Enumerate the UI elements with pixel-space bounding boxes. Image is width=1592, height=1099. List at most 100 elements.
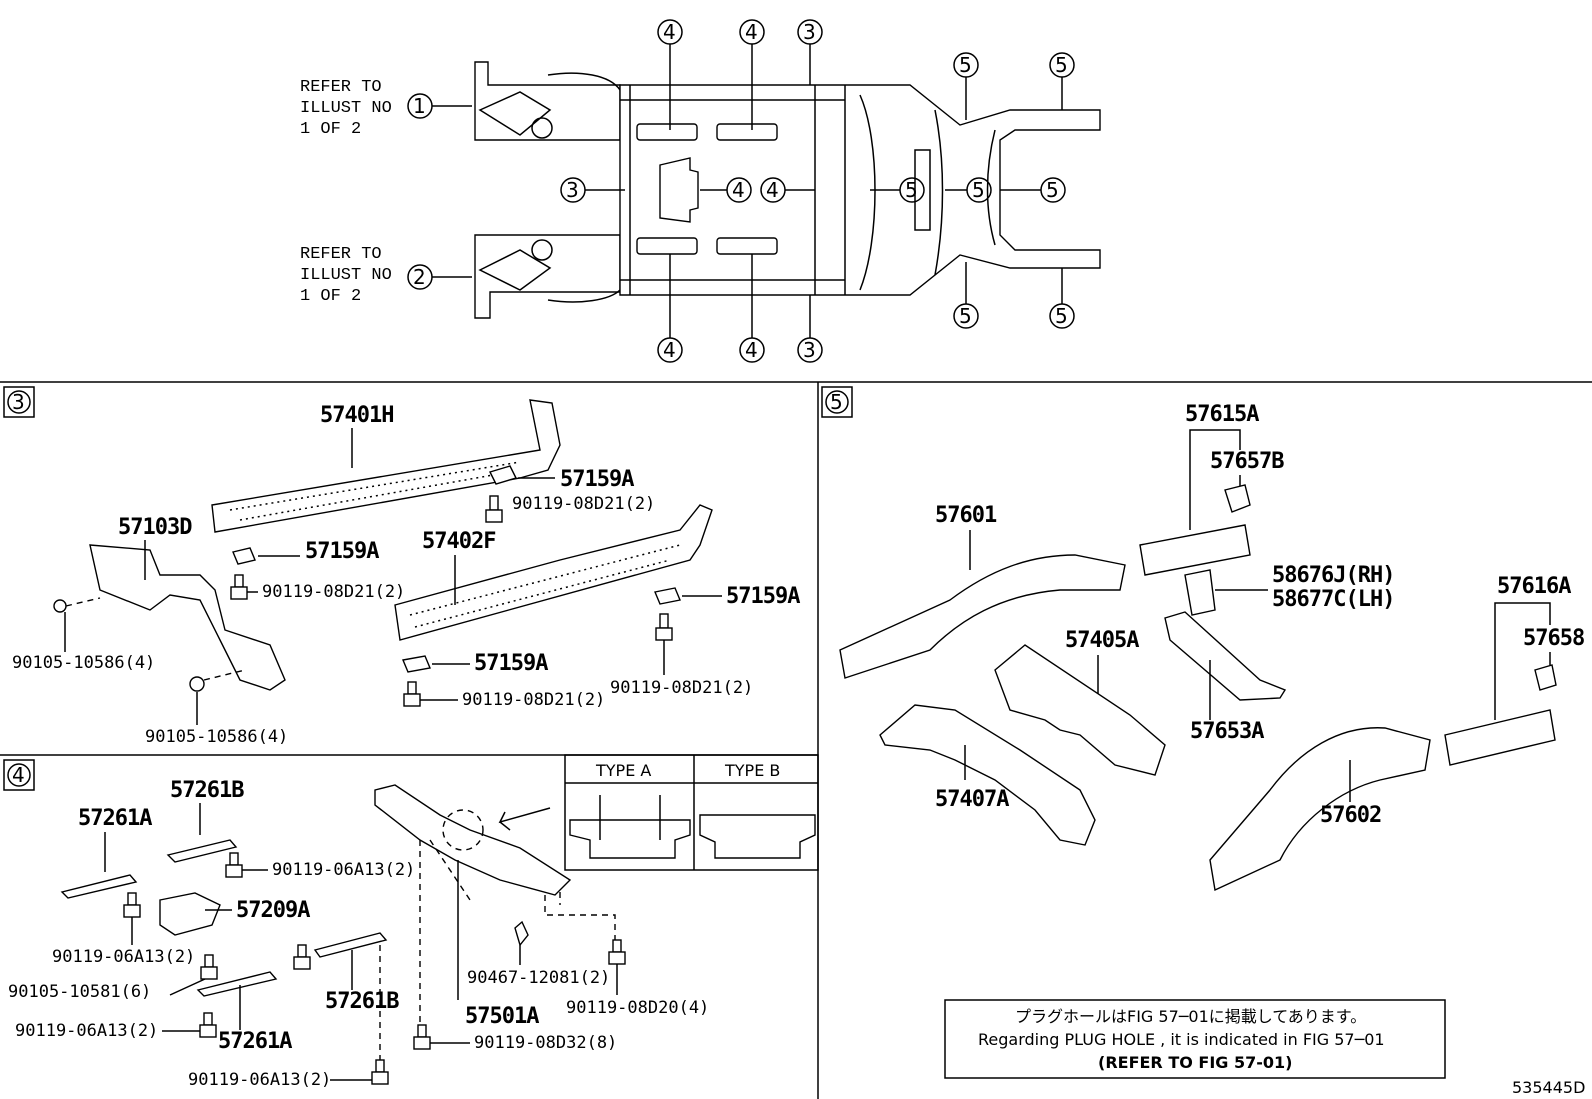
label-90119-08d32[interactable]: 90119-08D32(8) xyxy=(474,1033,617,1053)
part-57261a-2[interactable] xyxy=(196,971,278,997)
label-57261a-1[interactable]: 57261A xyxy=(78,806,153,831)
callout-5[interactable]: 5 xyxy=(1000,177,1066,203)
type-b-label: TYPE B xyxy=(724,761,780,780)
part-57501a[interactable] xyxy=(374,784,572,896)
label-57103d[interactable]: 57103D xyxy=(118,515,193,540)
label-57501a[interactable]: 57501A xyxy=(465,1004,540,1029)
section-4: 4 57261B 57261A 90119-06A13(2) 57209A 90… xyxy=(3,754,819,1090)
label-57407a[interactable]: 57407A xyxy=(935,787,1010,812)
front-rail-upper xyxy=(474,61,621,141)
label-57602[interactable]: 57602 xyxy=(1320,803,1382,828)
label-57402f[interactable]: 57402F xyxy=(422,529,496,554)
label-90467-12081[interactable]: 90467-12081(2) xyxy=(467,968,610,988)
callout-5[interactable]: 5 xyxy=(1049,52,1075,110)
part-57658[interactable] xyxy=(1534,664,1557,691)
part-57657b[interactable] xyxy=(1224,484,1251,513)
part-57103d[interactable] xyxy=(89,544,286,691)
part-57405a[interactable] xyxy=(994,644,1166,776)
label-57261b-2[interactable]: 57261B xyxy=(325,989,400,1014)
label-57261b-1[interactable]: 57261B xyxy=(170,778,245,803)
label-57159a-2[interactable]: 57159A xyxy=(305,539,380,564)
callout-3[interactable]: 3 xyxy=(560,177,625,203)
callout-5[interactable]: 5 xyxy=(1049,268,1075,329)
part-57261b[interactable] xyxy=(166,839,238,863)
callout-4[interactable]: 4 xyxy=(700,177,752,203)
type-a-drawing xyxy=(569,819,691,859)
callout-4[interactable]: 4 xyxy=(739,254,765,363)
svg-text:5: 5 xyxy=(1055,304,1068,328)
label-57658[interactable]: 57658 xyxy=(1523,626,1585,651)
label-90119-08d21-2[interactable]: 90119-08D21(2) xyxy=(262,582,405,602)
label-58676j-rh[interactable]: 58676J(RH) xyxy=(1272,563,1395,588)
callout-4[interactable]: 4 xyxy=(657,19,683,130)
part-57261a[interactable] xyxy=(60,874,138,899)
label-90119-08d21-1[interactable]: 90119-08D21(2) xyxy=(512,494,655,514)
callout-5[interactable]: 5 xyxy=(953,52,979,120)
callout-4[interactable]: 4 xyxy=(657,254,683,363)
label-90119-06a13-1[interactable]: 90119-06A13(2) xyxy=(272,860,415,880)
label-57159a-1[interactable]: 57159A xyxy=(560,467,635,492)
label-57601[interactable]: 57601 xyxy=(935,503,998,528)
label-90119-08d21-3[interactable]: 90119-08D21(2) xyxy=(462,690,605,710)
callout-3[interactable]: 3 xyxy=(797,19,823,85)
label-90119-06a13-3[interactable]: 90119-06A13(2) xyxy=(15,1021,158,1041)
label-90105-10586-2[interactable]: 90105-10586(4) xyxy=(145,727,288,747)
svg-text:4: 4 xyxy=(732,178,745,202)
svg-text:5: 5 xyxy=(1046,178,1059,202)
part-57653a[interactable] xyxy=(1164,611,1287,701)
callout-2[interactable]: 2 xyxy=(407,264,472,290)
svg-text:3: 3 xyxy=(803,338,816,362)
svg-text:1: 1 xyxy=(413,94,426,118)
label-57261a-2[interactable]: 57261A xyxy=(218,1029,293,1054)
part-57209a[interactable] xyxy=(159,892,221,936)
svg-text:3: 3 xyxy=(566,178,579,202)
label-57657b[interactable]: 57657B xyxy=(1210,449,1285,474)
label-57401h[interactable]: 57401H xyxy=(320,403,394,428)
svg-text:4: 4 xyxy=(766,178,779,202)
section-5-number: 5 xyxy=(830,390,843,414)
callout-5[interactable]: 5 xyxy=(945,177,992,203)
figure-id: 535445D xyxy=(1512,1078,1585,1097)
svg-text:5: 5 xyxy=(959,304,972,328)
callout-5[interactable]: 5 xyxy=(953,262,979,329)
label-57209a[interactable]: 57209A xyxy=(236,898,311,923)
svg-text:4: 4 xyxy=(663,20,676,44)
label-57653a[interactable]: 57653A xyxy=(1190,719,1265,744)
part-57402f[interactable] xyxy=(394,504,713,641)
label-90105-10581[interactable]: 90105-10581(6) xyxy=(8,982,151,1002)
label-90119-08d20[interactable]: 90119-08D20(4) xyxy=(566,998,709,1018)
svg-text:5: 5 xyxy=(905,178,918,202)
part-57602[interactable] xyxy=(1209,727,1431,892)
label-90119-06a13-2[interactable]: 90119-06A13(2) xyxy=(52,947,195,967)
note-reference: (REFER TO FIG 57-01) xyxy=(1098,1053,1292,1072)
refer-bottom-line3: 1 OF 2 xyxy=(300,287,361,306)
label-57159a-4[interactable]: 57159A xyxy=(474,651,549,676)
part-58676j[interactable] xyxy=(1184,569,1216,616)
part-57261b-2[interactable] xyxy=(313,932,388,958)
callout-4[interactable]: 4 xyxy=(760,177,815,203)
part-57401h[interactable] xyxy=(211,399,561,533)
svg-text:4: 4 xyxy=(745,20,758,44)
svg-text:3: 3 xyxy=(803,20,816,44)
callout-5[interactable]: 5 xyxy=(870,177,925,203)
part-57601[interactable] xyxy=(839,554,1126,679)
section-3: 3 57401H 57159A 90119-08D21(2) 57103D 90… xyxy=(3,386,801,747)
callout-4[interactable]: 4 xyxy=(739,19,765,130)
part-57407a[interactable] xyxy=(879,704,1096,846)
part-57615a[interactable] xyxy=(1139,524,1251,576)
refer-bottom-line2: ILLUST NO xyxy=(300,266,392,285)
label-58677c-lh[interactable]: 58677C(LH) xyxy=(1272,587,1395,612)
label-90119-08d21-4[interactable]: 90119-08D21(2) xyxy=(610,678,753,698)
label-57615a[interactable]: 57615A xyxy=(1185,402,1260,427)
label-57616a[interactable]: 57616A xyxy=(1497,574,1572,599)
part-57616a[interactable] xyxy=(1444,709,1556,766)
label-57405a[interactable]: 57405A xyxy=(1065,628,1140,653)
refer-top-line3: 1 OF 2 xyxy=(300,120,361,139)
callout-1[interactable]: 1 xyxy=(407,93,472,119)
label-57159a-3[interactable]: 57159A xyxy=(726,584,801,609)
frame-overview: REFER TO ILLUST NO 1 OF 2 REFER TO ILLUS… xyxy=(300,19,1101,363)
label-90105-10586-1[interactable]: 90105-10586(4) xyxy=(12,653,155,673)
label-90119-06a13-4[interactable]: 90119-06A13(2) xyxy=(188,1070,331,1090)
callout-3[interactable]: 3 xyxy=(797,295,823,363)
part-90467-12081[interactable] xyxy=(514,920,529,947)
